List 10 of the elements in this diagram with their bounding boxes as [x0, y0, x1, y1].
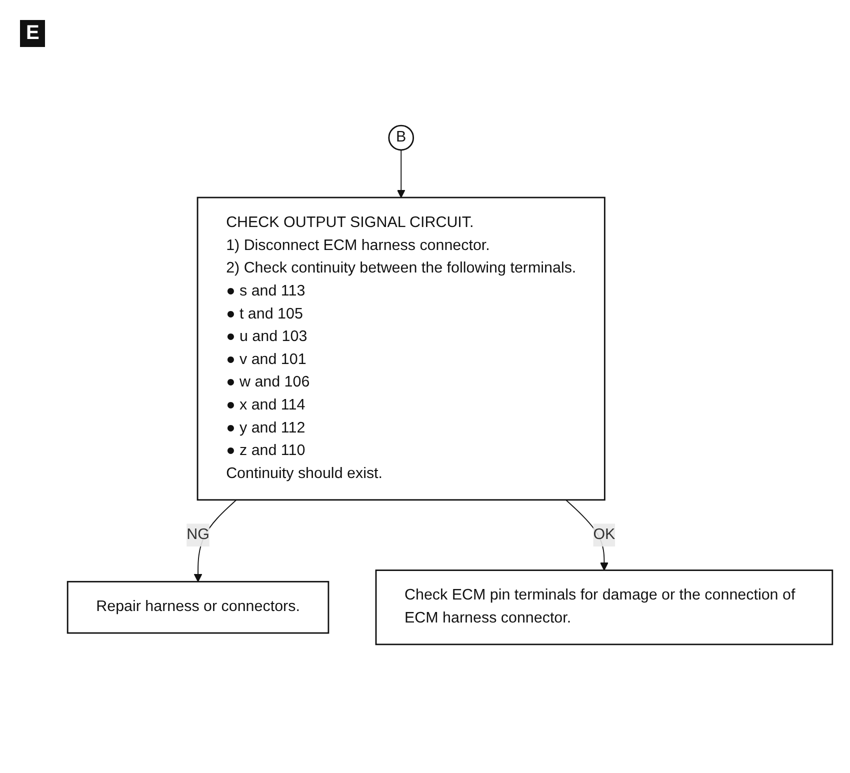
edge-label: NG: [186, 526, 210, 543]
arrow: [396, 150, 406, 198]
edge-label: OK: [593, 526, 616, 543]
arrow: [565, 499, 608, 571]
node-box: CHECK OUTPUT SIGNAL CIRCUIT. 1) Disconnect ECM harness connector. 2) Check continuity between the following terminals. ● s and 113 ● t and 105 ● u and 103 ● v and 101 ● w and 106 ● x and 114 ● y and 112 ● z and 110 Continuity should exist.: [196, 196, 606, 501]
node-box: Check ECM pin terminals for damage or the connection of ECM harness connector.: [375, 570, 834, 646]
node-circle: B: [388, 124, 414, 151]
arrow: [194, 499, 237, 582]
step-marker: E: [20, 20, 46, 47]
node-box: Repair harness or connectors.: [66, 580, 330, 634]
